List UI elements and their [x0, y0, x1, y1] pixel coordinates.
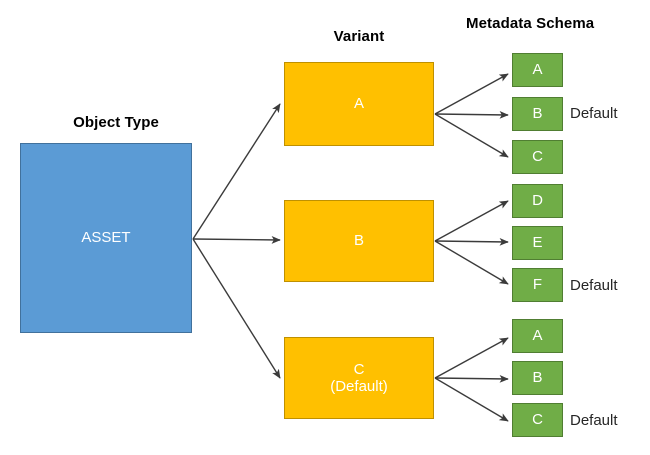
schema-node-label: C	[532, 148, 543, 166]
column-title-variant: Variant	[333, 28, 385, 45]
default-label-group-c: Default	[570, 412, 618, 429]
arrow-variant-b-to-schema	[434, 200, 509, 285]
arrow-variant-c-to-schema	[434, 337, 509, 422]
schema-node-label: D	[532, 192, 543, 210]
schema-node-group-a-item-3[interactable]: C	[512, 140, 563, 174]
variant-node-a[interactable]: A	[284, 62, 434, 146]
schema-node-label: E	[532, 234, 543, 252]
schema-node-group-c-item-3[interactable]: C	[512, 403, 563, 437]
default-label-group-b: Default	[570, 277, 618, 294]
schema-node-label: B	[532, 369, 543, 387]
variant-node-b[interactable]: B	[284, 200, 434, 282]
schema-node-group-a-item-2[interactable]: B	[512, 97, 563, 131]
schema-node-label: B	[532, 105, 543, 123]
variant-node-c-label: C (Default)	[330, 361, 388, 396]
schema-node-group-c-item-2[interactable]: B	[512, 361, 563, 395]
variant-node-c-default-tag: (Default)	[330, 378, 388, 395]
schema-node-label: C	[532, 411, 543, 429]
arrow-asset-to-variants	[192, 103, 281, 379]
schema-node-label: A	[532, 61, 543, 79]
schema-node-group-b-item-3[interactable]: F	[512, 268, 563, 302]
column-title-metadata-schema: Metadata Schema	[466, 15, 595, 32]
object-type-node-asset[interactable]: ASSET	[20, 143, 192, 333]
variant-node-a-label: A	[353, 95, 364, 113]
variant-node-b-label: B	[353, 232, 364, 250]
schema-node-group-b-item-1[interactable]: D	[512, 184, 563, 218]
arrow-variant-a-to-schema	[434, 73, 509, 158]
column-title-object-type: Object Type	[73, 114, 159, 131]
schema-node-group-a-item-1[interactable]: A	[512, 53, 563, 87]
variant-node-c-name: C	[353, 360, 365, 378]
schema-node-label: F	[532, 276, 543, 294]
object-type-node-label: ASSET	[81, 229, 131, 247]
schema-node-group-b-item-2[interactable]: E	[512, 226, 563, 260]
variant-node-c[interactable]: C (Default)	[284, 337, 434, 419]
schema-node-label: A	[532, 327, 543, 345]
schema-node-group-c-item-1[interactable]: A	[512, 319, 563, 353]
default-label-group-a: Default	[570, 105, 618, 122]
